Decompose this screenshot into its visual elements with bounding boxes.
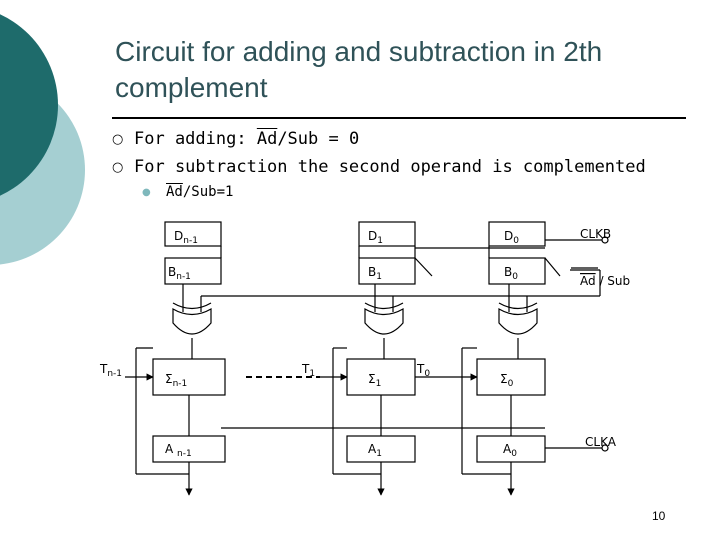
ring-bullet-icon: ○ bbox=[112, 132, 124, 147]
sum-label-left: Σn-1 bbox=[165, 372, 187, 389]
clka-label: CLKA bbox=[585, 435, 617, 449]
a-label-right: A0 bbox=[503, 442, 517, 459]
d-register-left bbox=[164, 221, 222, 247]
clkb-label: CLKB bbox=[580, 227, 611, 241]
d-register-right bbox=[488, 221, 546, 247]
bullet-adding: ○ For adding: Ad/Sub = 0 bbox=[112, 129, 359, 149]
sum-label-mid: Σ1 bbox=[368, 372, 381, 389]
d-label-mid: D1 bbox=[368, 229, 383, 246]
sum-cell-mid bbox=[346, 358, 416, 396]
b-label-right: B0 bbox=[504, 265, 518, 282]
carry-label-t0: T0 bbox=[416, 362, 430, 379]
sub-bullet-suffix: /Sub=1 bbox=[182, 184, 234, 200]
sum-cell-left bbox=[152, 358, 226, 396]
clka-terminal bbox=[601, 444, 609, 452]
xor-gate-left bbox=[172, 302, 212, 335]
bullet-adding-suffix: /Sub = 0 bbox=[277, 129, 360, 149]
b-label-left: Bn-1 bbox=[168, 265, 191, 282]
dot-bullet-icon: ● bbox=[142, 187, 151, 198]
d-label-right: D0 bbox=[504, 229, 519, 246]
a-label-left: A n-1 bbox=[165, 442, 192, 459]
bullet-adding-prefix: For adding: bbox=[134, 129, 257, 149]
page-number: 10 bbox=[652, 509, 666, 523]
xor-gate-mid bbox=[364, 302, 404, 335]
b-label-mid: B1 bbox=[368, 265, 382, 282]
ad-sub-label: Ad / Sub bbox=[580, 274, 630, 288]
bullet-subtraction: ○ For subtraction the second operand is … bbox=[112, 157, 646, 177]
dark-teal-circle bbox=[0, 14, 58, 196]
slide-title: Circuit for adding and subtraction in 2t… bbox=[115, 36, 603, 103]
a-label-mid: A1 bbox=[368, 442, 382, 459]
d-label-left: Dn-1 bbox=[174, 229, 198, 246]
title-underline bbox=[112, 117, 686, 119]
b-register-left bbox=[164, 257, 222, 285]
clkb-terminal bbox=[601, 236, 609, 244]
xor-gate-right bbox=[498, 302, 538, 335]
ad-overline-text: Ad bbox=[166, 184, 183, 200]
ad-overline-text: Ad bbox=[256, 129, 278, 149]
sum-label-right: Σ0 bbox=[500, 372, 514, 389]
d-register-mid bbox=[358, 221, 416, 247]
carry-label-t1: T1 bbox=[301, 362, 315, 379]
b-register-mid bbox=[358, 257, 416, 285]
carry-label-t-n-1: Tn-1 bbox=[99, 362, 122, 379]
sub-bullet: ● Ad/Sub=1 bbox=[142, 184, 233, 200]
ring-bullet-icon: ○ bbox=[112, 160, 124, 175]
decorative-circles bbox=[0, 14, 85, 265]
sum-cell-right bbox=[476, 358, 546, 396]
bullet-subtraction-text: For subtraction the second operand is co… bbox=[134, 157, 646, 177]
a-register-mid bbox=[346, 435, 416, 463]
b-register-right bbox=[488, 257, 546, 285]
